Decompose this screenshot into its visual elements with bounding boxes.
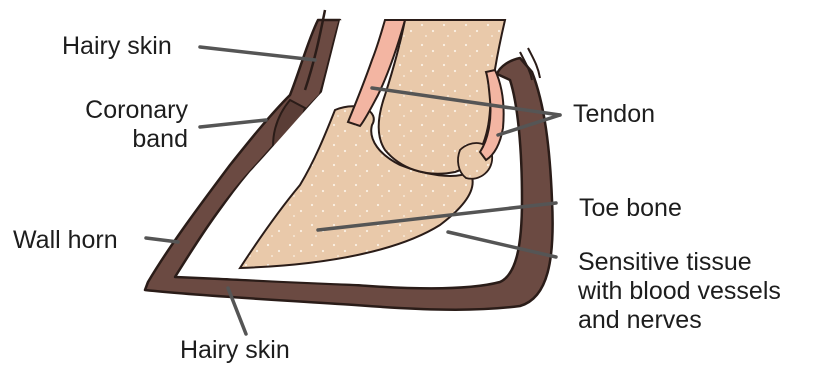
label-sensitive-line2: with blood vessels (578, 277, 781, 306)
label-wall-horn-text: Wall horn (13, 226, 118, 255)
label-hairy-skin-bottom: Hairy skin (180, 336, 290, 365)
label-sensitive-tissue: Sensitive tissue with blood vessels and … (578, 248, 781, 335)
label-hairy-skin-top-text: Hairy skin (62, 32, 172, 61)
label-tendon: Tendon (573, 100, 655, 129)
label-coronary-band: Coronary band (60, 96, 188, 154)
label-coronary-band-line1: Coronary (60, 96, 188, 125)
label-wall-horn: Wall horn (13, 226, 118, 255)
label-sensitive-line1: Sensitive tissue (578, 248, 781, 277)
leader-wall-horn (146, 238, 178, 242)
label-toe-bone: Toe bone (579, 194, 682, 223)
leader-hairy-skin-top (200, 47, 315, 60)
label-sensitive-line3: and nerves (578, 306, 781, 335)
label-tendon-text: Tendon (573, 100, 655, 129)
label-toe-bone-text: Toe bone (579, 194, 682, 223)
leader-coronary-band (200, 120, 266, 127)
label-coronary-band-line2: band (60, 125, 188, 154)
label-hairy-skin-top: Hairy skin (62, 32, 172, 61)
label-hairy-skin-bottom-text: Hairy skin (180, 336, 290, 365)
